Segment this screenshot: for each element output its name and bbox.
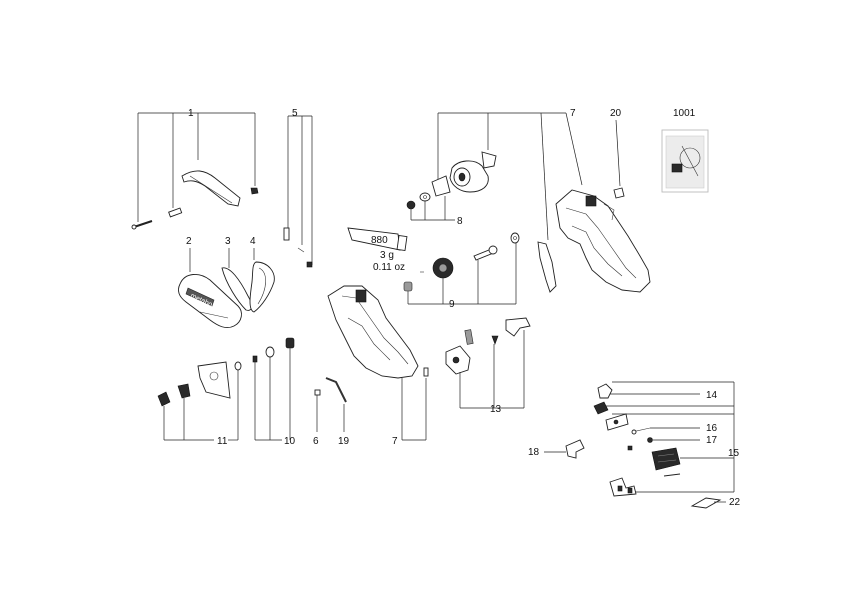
leader-lines-15 bbox=[604, 381, 735, 493]
grease-weight-g: 3 g bbox=[380, 250, 394, 261]
part-20-label bbox=[613, 187, 625, 199]
grease-tube: 880 bbox=[347, 227, 408, 251]
callout-13: 13 bbox=[490, 404, 502, 415]
callout-7-bottom: 7 bbox=[392, 436, 398, 447]
callout-8: 8 bbox=[457, 216, 463, 227]
grease-code: 880 bbox=[371, 235, 388, 246]
leader-lines-8 bbox=[410, 196, 455, 221]
leader-lines-5 bbox=[287, 115, 313, 265]
callout-3: 3 bbox=[225, 236, 231, 247]
callout-1: 1 bbox=[188, 108, 194, 119]
leader-lines-9 bbox=[407, 243, 517, 305]
callout-18: 18 bbox=[528, 447, 540, 458]
grease-weight-oz: 0.11 oz bbox=[373, 262, 405, 273]
callout-4: 4 bbox=[250, 236, 256, 247]
part-1-handle-bar bbox=[181, 170, 241, 207]
leader-lines-13 bbox=[459, 330, 525, 409]
callout-6: 6 bbox=[313, 436, 319, 447]
part-1-screw-long bbox=[131, 220, 153, 230]
leader-lines-1 bbox=[137, 112, 256, 222]
part-19-hex-key bbox=[325, 377, 347, 403]
part-1001-manual bbox=[661, 129, 709, 193]
part-8-motor-assembly bbox=[431, 151, 497, 197]
part-16 bbox=[631, 427, 651, 435]
part-13-parts bbox=[445, 317, 531, 375]
leader-20 bbox=[615, 119, 621, 187]
leader-lines-10 bbox=[254, 348, 291, 441]
leader-lines-7-top bbox=[437, 112, 583, 241]
part-14 bbox=[597, 383, 613, 399]
callout-1001: 1001 bbox=[673, 108, 696, 119]
part-15-battery-contacts bbox=[609, 445, 681, 497]
callout-11: 11 bbox=[217, 436, 228, 447]
part-9-drive-parts bbox=[403, 232, 520, 292]
callout-15: 15 bbox=[728, 448, 740, 459]
callout-10: 10 bbox=[284, 436, 296, 447]
callout-19: 19 bbox=[338, 436, 350, 447]
part-10-parts bbox=[252, 337, 295, 363]
part-2-chain-bar-cover: metabo bbox=[178, 274, 242, 329]
part-6-screw bbox=[314, 389, 321, 396]
part-11-parts bbox=[157, 361, 242, 407]
part-1-spring-clip bbox=[250, 187, 259, 195]
part-7-trigger-lever bbox=[537, 241, 557, 293]
callout-20: 20 bbox=[610, 108, 622, 119]
part-18-lock-button bbox=[565, 439, 585, 459]
part-5-pins bbox=[283, 227, 313, 268]
callout-7-top: 7 bbox=[570, 108, 576, 119]
part-7-small-pin bbox=[423, 367, 429, 377]
part-4-saw-chain bbox=[249, 261, 275, 313]
callout-17: 17 bbox=[706, 435, 718, 446]
leader-lines-7-bottom bbox=[401, 378, 427, 441]
leader-lines-11 bbox=[163, 370, 239, 441]
part-15-switch-parts bbox=[593, 401, 629, 431]
part-22-label bbox=[690, 497, 722, 509]
part-7-housing-left bbox=[327, 285, 419, 379]
part-8-washer-nut bbox=[406, 192, 431, 210]
callout-2: 2 bbox=[186, 236, 192, 247]
callout-22: 22 bbox=[729, 497, 741, 508]
callout-16: 16 bbox=[706, 423, 718, 434]
callout-14: 14 bbox=[706, 390, 718, 401]
part-1-screw-short bbox=[168, 207, 183, 218]
part-17 bbox=[647, 437, 653, 443]
part-7-housing-right bbox=[555, 189, 651, 293]
callout-5: 5 bbox=[292, 108, 298, 119]
callout-9: 9 bbox=[449, 299, 455, 310]
